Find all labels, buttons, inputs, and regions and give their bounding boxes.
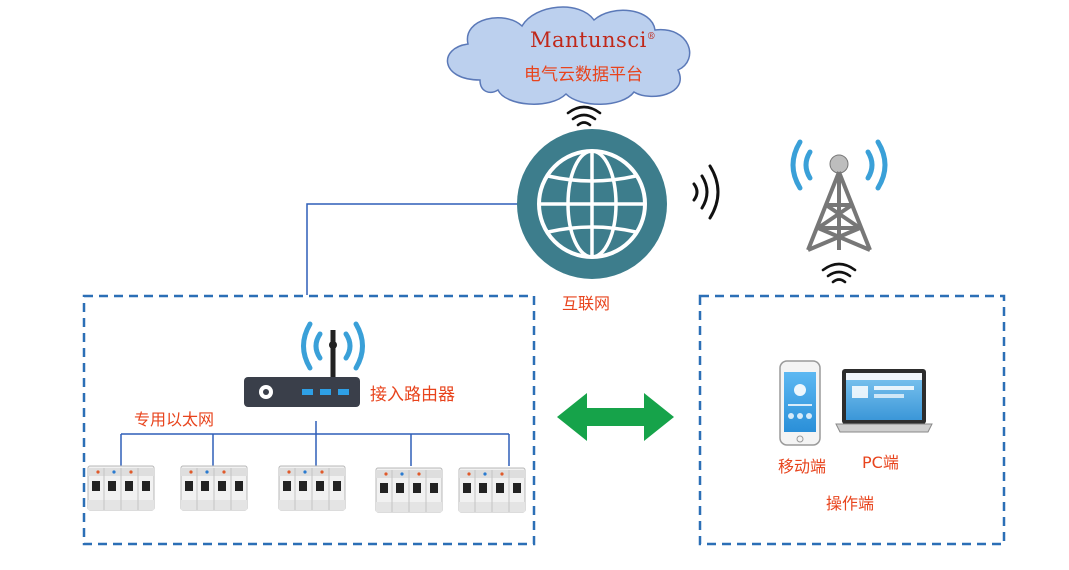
internet-label: 互联网 [562,294,611,313]
double-arrow-icon [557,393,674,441]
breaker-icon [180,465,248,511]
cloud-icon [446,6,691,105]
tower-icon [790,139,888,252]
lan-label: 专用以太网 [134,410,215,429]
lan-bus-lines [120,421,510,466]
laptop-icon [835,369,933,433]
device-group-border [82,294,536,546]
breaker-icon [458,467,526,513]
globe-icon [517,129,667,279]
wifi-icon [566,105,602,127]
breaker-icon [375,467,443,513]
registered-mark: ® [646,32,657,42]
mobile-label: 移动端 [778,457,827,476]
phone-icon [779,360,821,446]
breaker-icon [87,465,155,511]
wifi-icon [821,262,857,284]
breaker-icon [278,465,346,511]
signal-waves-icon [692,164,720,220]
brand-name: Mantunsci [530,28,647,52]
internet-link-line [306,203,592,295]
router-icon [244,377,360,407]
router-signal-icon [301,321,365,377]
pc-label: PC端 [862,453,899,472]
client-group-label: 操作端 [826,494,875,513]
router-label: 接入路由器 [370,385,455,405]
cloud-platform-title: 电气云数据平台 [524,65,643,85]
client-group-border [698,294,1006,546]
cloud-brand: Mantunsci® [530,28,656,52]
